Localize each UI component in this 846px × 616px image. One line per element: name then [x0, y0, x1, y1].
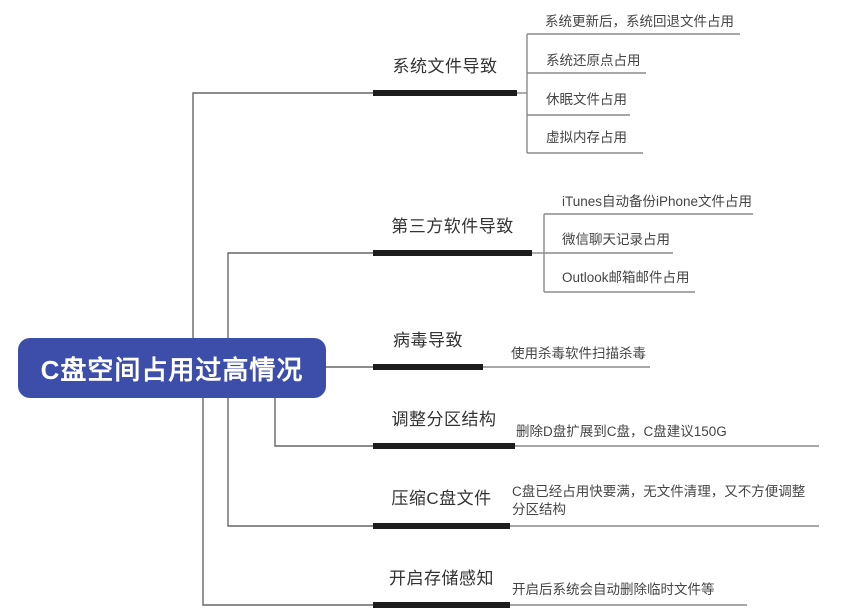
branch-1-child-4[interactable]: 虚拟内存占用	[546, 130, 627, 145]
branch-4-child-1[interactable]: 删除D盘扩展到C盘，C盘建议150G	[516, 424, 727, 439]
connector-root-to-branch-1	[192, 92, 373, 338]
connector-root-to-branch-2	[227, 252, 373, 338]
connector-root-to-branch-5	[227, 398, 373, 527]
branch-6-topic[interactable]: 开启存储感知	[389, 569, 494, 588]
branch-1-child-3[interactable]: 休眠文件占用	[546, 92, 627, 107]
branch-6-child-1[interactable]: 开启后系统会自动删除临时文件等	[512, 582, 715, 597]
branch-2-child-1[interactable]: iTunes自动备份iPhone文件占用	[562, 194, 753, 209]
branch-1-topic[interactable]: 系统文件导致	[392, 57, 498, 76]
branch-5-child-1[interactable]: C盘已经占用快要满，无文件清理，又不方便调整分区结构	[512, 484, 806, 517]
branch-5-topic[interactable]: 压缩C盘文件	[391, 489, 492, 508]
root-node[interactable]: C盘空间占用过高情况	[18, 338, 326, 398]
branch-1-child-1[interactable]: 系统更新后，系统回退文件占用	[545, 14, 734, 29]
branch-2-topic[interactable]: 第三方软件导致	[391, 217, 514, 236]
branch-2-child-2[interactable]: 微信聊天记录占用	[562, 232, 670, 247]
branch-2-child-3[interactable]: Outlook邮箱邮件占用	[562, 270, 690, 285]
connector-root-to-branch-4	[274, 398, 373, 447]
branch-4-topic[interactable]: 调整分区结构	[391, 410, 497, 429]
branch-3-child-1[interactable]: 使用杀毒软件扫描杀毒	[511, 346, 646, 361]
branch-3-topic[interactable]: 病毒导致	[393, 331, 463, 350]
branch-1-child-2[interactable]: 系统还原点占用	[546, 53, 641, 68]
connector-root-to-branch-6	[202, 398, 373, 606]
